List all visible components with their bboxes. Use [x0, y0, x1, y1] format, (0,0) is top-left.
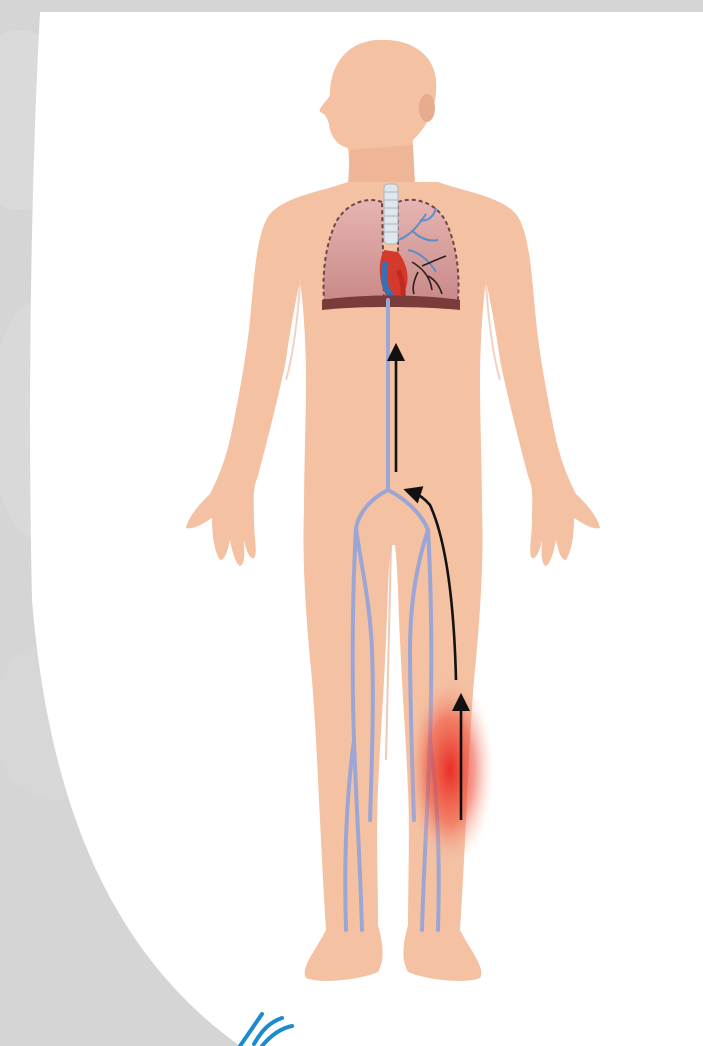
ear: [419, 94, 435, 122]
trachea: [384, 184, 398, 244]
calf-clot: [406, 674, 494, 866]
neck: [348, 145, 415, 185]
